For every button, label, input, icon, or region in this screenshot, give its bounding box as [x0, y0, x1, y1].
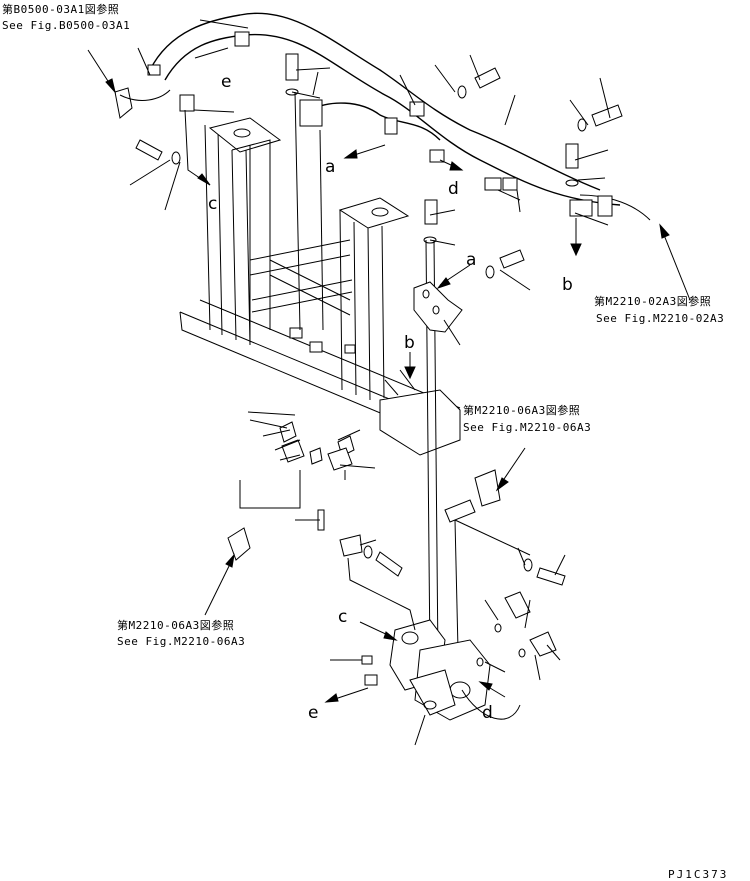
callout-d-bottom: d: [482, 703, 493, 723]
bolt-3: [423, 199, 438, 244]
callout-c-top: c: [208, 194, 217, 214]
callout-a-top: a: [325, 157, 335, 177]
reference-note-1-en: See Fig.B0500-03A1: [2, 19, 130, 32]
frame-structure: [179, 117, 461, 456]
reference-note-2-en: See Fig.M2210-02A3: [596, 312, 724, 325]
callout-e-bottom: e: [308, 703, 318, 723]
bolt-1: [285, 53, 299, 96]
callout-b-mid: b: [404, 333, 415, 353]
bolt-7: [135, 139, 181, 165]
bracket: [413, 281, 463, 333]
arrows: [87, 49, 691, 703]
bolt-2: [565, 143, 579, 187]
bolt-6: [485, 249, 525, 279]
bolt-9: [523, 558, 566, 586]
reference-note-3-en: See Fig.M2210-06A3: [463, 421, 591, 434]
callout-c-bottom: c: [338, 607, 347, 627]
callout-d-top: d: [448, 179, 459, 199]
valve-assembly: [339, 534, 557, 721]
fasteners: [135, 53, 623, 586]
callout-b-top: b: [562, 275, 573, 295]
reference-note-3-jp: 第M2210-06A3図参照: [463, 403, 580, 417]
wiring-harness: [114, 12, 651, 221]
callout-e-top: e: [221, 72, 231, 92]
reference-note-4-jp: 第M2210-06A3図参照: [117, 618, 234, 632]
callout-a-mid: a: [466, 250, 476, 270]
right-linkage: [444, 469, 531, 556]
reference-note-4-en: See Fig.M2210-06A3: [117, 635, 245, 648]
bolt-5: [577, 104, 623, 132]
linkage: [227, 421, 355, 561]
drawing-code: PJ1C373: [668, 868, 728, 881]
bolt-8: [363, 545, 403, 577]
reference-note-1-jp: 第B0500-03A1図参照: [2, 2, 119, 16]
leader-lines: [129, 19, 611, 746]
reference-note-2-jp: 第M2210-02A3図参照: [594, 294, 711, 308]
bolt-4: [457, 67, 501, 99]
vertical-lines: [294, 91, 459, 661]
